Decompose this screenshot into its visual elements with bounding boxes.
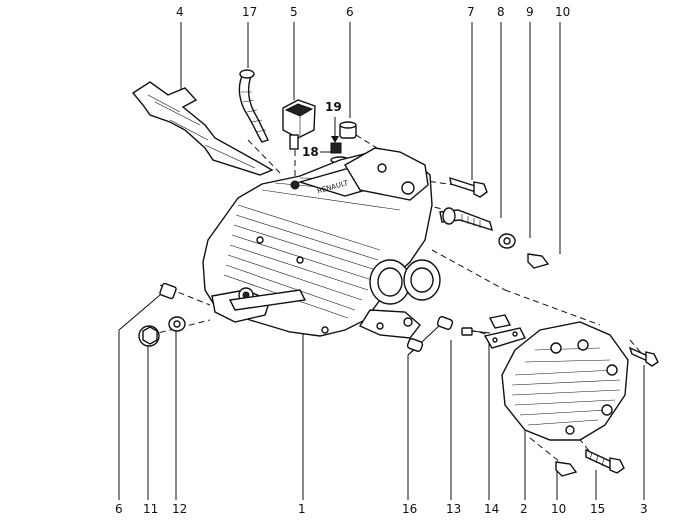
part-12-seal-washer bbox=[168, 316, 186, 332]
part-16-dowels bbox=[406, 316, 454, 352]
part-5-sensor-switch bbox=[282, 99, 316, 150]
part-1-gearbox-housing: RENAULT bbox=[202, 147, 441, 339]
arrow-down-19 bbox=[331, 136, 339, 143]
callout-1: 1 bbox=[298, 502, 306, 516]
callout-7: 7 bbox=[467, 5, 475, 19]
callout-13: 13 bbox=[446, 502, 461, 516]
callout-8: 8 bbox=[497, 5, 505, 19]
part-6-bottom-pin bbox=[159, 282, 177, 300]
callout-12: 12 bbox=[172, 502, 187, 516]
part-7-bolt bbox=[449, 176, 488, 198]
part-15-bolt bbox=[585, 448, 625, 474]
part-2-rear-cover bbox=[501, 321, 629, 441]
part-17-breather-hose bbox=[238, 69, 269, 143]
part-14-bracket-plate bbox=[483, 314, 526, 349]
part-6-top-bush bbox=[339, 121, 357, 139]
callout-6-bottom: 6 bbox=[115, 502, 123, 516]
callout-9: 9 bbox=[526, 5, 534, 19]
part-11-drain-plug bbox=[138, 325, 160, 347]
callout-labels: 4 17 5 6 7 8 9 10 19 18 6 11 12 1 16 13 … bbox=[115, 5, 648, 516]
callout-2: 2 bbox=[520, 502, 528, 516]
callout-11: 11 bbox=[143, 502, 158, 516]
part-13-bolt bbox=[461, 327, 491, 336]
callout-4: 4 bbox=[176, 5, 184, 19]
callout-5: 5 bbox=[290, 5, 298, 19]
callout-6-top: 6 bbox=[346, 5, 354, 19]
callout-10-top: 10 bbox=[555, 5, 570, 19]
part-8-stud bbox=[439, 207, 493, 232]
callout-16: 16 bbox=[402, 502, 417, 516]
callout-15: 15 bbox=[590, 502, 605, 516]
part-3-bolt bbox=[628, 346, 659, 367]
callout-3: 3 bbox=[640, 502, 648, 516]
callout-19: 19 bbox=[325, 100, 342, 114]
part-4-shift-bracket bbox=[131, 81, 274, 176]
callout-14: 14 bbox=[484, 502, 499, 516]
callout-18: 18 bbox=[302, 145, 319, 159]
callout-10-bottom: 10 bbox=[551, 502, 566, 516]
callout-17: 17 bbox=[242, 5, 257, 19]
part-10-top-nut bbox=[527, 253, 550, 269]
part-9-washer bbox=[498, 233, 516, 249]
part-10-bottom-nut bbox=[555, 461, 578, 477]
